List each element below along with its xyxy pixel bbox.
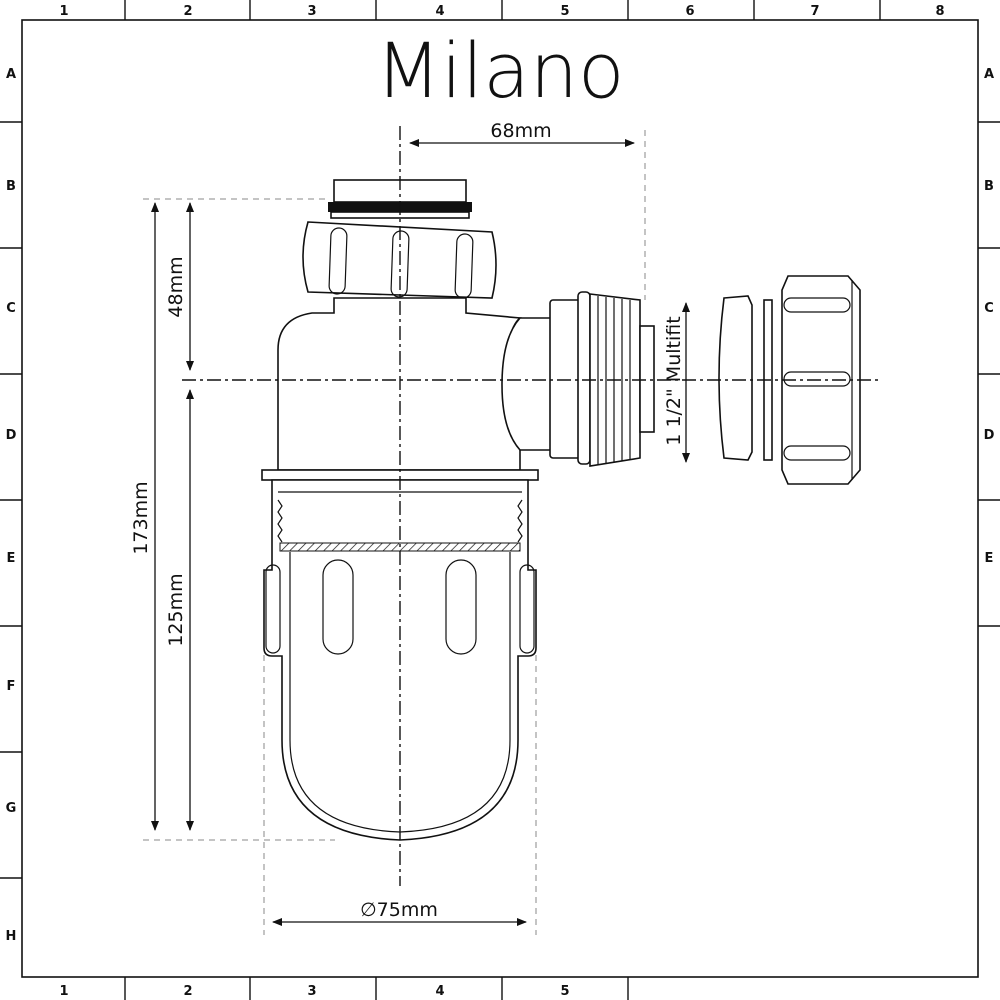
extension-lines [143, 130, 646, 935]
row-label: H [6, 929, 17, 944]
grip-slot [265, 564, 281, 654]
row-label: A [6, 67, 16, 82]
column-label: 3 [307, 4, 316, 19]
row-label: B [6, 179, 16, 194]
row-label: E [985, 551, 994, 566]
nut-rib [783, 297, 851, 313]
dim-inlet-height: 48mm [165, 256, 187, 317]
column-label: 2 [183, 4, 192, 19]
column-label: 5 [560, 984, 569, 999]
nut-rib [783, 371, 851, 387]
dim-bottle-diameter: ∅75mm [360, 899, 438, 921]
dimension-labels: 68mm 48mm 173mm 125mm ∅75mm 1 1/2" Multi… [130, 120, 685, 921]
brand-title: Milano [375, 26, 624, 115]
frame-column-labels-top: 1 2 3 4 5 6 7 8 [59, 4, 944, 19]
column-label: 8 [935, 4, 944, 19]
dim-outlet-connection: 1 1/2" Multifit [663, 316, 685, 445]
row-label: E [7, 551, 16, 566]
dim-outlet-offset: 68mm [490, 120, 551, 142]
column-label: 6 [685, 4, 694, 19]
row-label: B [984, 179, 994, 194]
column-label: 1 [59, 984, 68, 999]
frame-row-labels-left: A B C D E F G H [6, 67, 17, 944]
trap-upper-body [277, 297, 523, 471]
outlet-collar [549, 299, 581, 459]
bottle-trap [261, 179, 655, 841]
column-label: 4 [435, 4, 444, 19]
column-label: 5 [560, 4, 569, 19]
dimension-arrows [151, 139, 690, 926]
cone-washer [718, 295, 753, 461]
column-label: 3 [307, 984, 316, 999]
nut-rib [783, 445, 851, 461]
row-label: F [7, 679, 16, 694]
dim-overall-height: 173mm [130, 481, 152, 554]
dim-bottle-height: 125mm [165, 573, 187, 646]
grip-slot [519, 564, 535, 654]
outlet-spigot [639, 325, 655, 433]
row-label: A [984, 67, 994, 82]
column-label: 1 [59, 4, 68, 19]
row-label: D [984, 428, 995, 443]
grip-slot [322, 559, 354, 655]
left-thread [277, 499, 283, 543]
row-label: D [6, 428, 17, 443]
column-label: 2 [183, 984, 192, 999]
frame-column-labels-bottom: 1 2 3 4 5 [59, 984, 569, 999]
right-thread [517, 499, 523, 543]
grip-slot [445, 559, 477, 655]
row-label: C [6, 301, 16, 316]
frame-row-labels-right: A B C D E [984, 67, 995, 566]
outlet-elbow [501, 317, 553, 451]
row-label: G [6, 801, 17, 816]
row-label: C [984, 301, 994, 316]
column-label: 4 [435, 984, 444, 999]
column-label: 7 [810, 4, 819, 19]
centre-lines [182, 126, 880, 886]
